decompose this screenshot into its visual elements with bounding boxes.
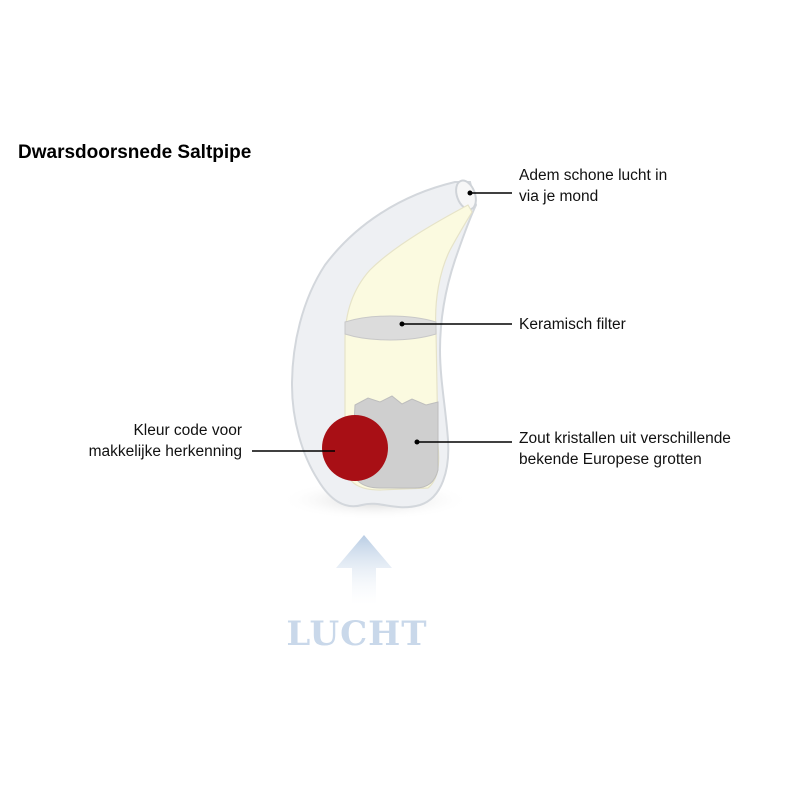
diagram-title: Dwarsdoorsnede Saltpipe — [18, 142, 252, 163]
callout-salt: Zout kristallen uit verschillende bekend… — [519, 428, 731, 470]
callout-mouth-line-2: via je mond — [519, 188, 599, 205]
callout-mouth: Adem schone lucht in via je mond — [519, 165, 667, 207]
callout-mouth-line-1: Adem schone lucht in — [519, 167, 668, 184]
leader-dots — [399, 190, 473, 445]
mouthpiece-opening — [455, 179, 477, 211]
callout-salt-line-1: Zout kristallen uit verschillende — [519, 430, 731, 447]
color-code-dot — [322, 415, 388, 481]
ceramic-filter — [344, 315, 437, 341]
callout-filter: Keramisch filter — [519, 314, 626, 335]
airflow-arrow — [336, 535, 392, 605]
callout-color-code-line-2: makkelijke herkenning — [88, 443, 242, 460]
leader-lines — [252, 192, 512, 452]
callout-filter-text: Keramisch filter — [519, 316, 626, 333]
callout-color-code-line-1: Kleur code voor — [133, 422, 242, 439]
callout-color-code: Kleur code voor makkelijke herkenning — [89, 420, 242, 462]
callout-salt-line-2: bekende Europese grotten — [519, 451, 702, 468]
air-label: LUCHT — [286, 614, 428, 654]
